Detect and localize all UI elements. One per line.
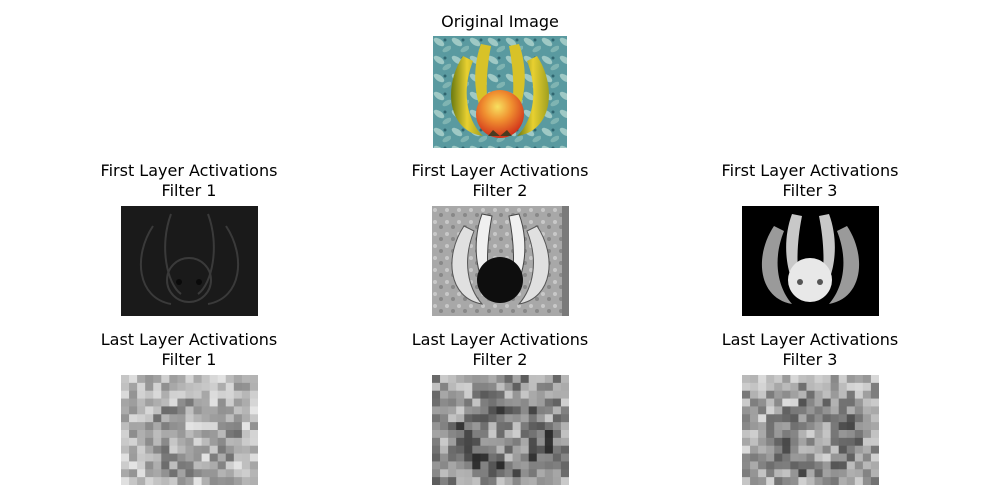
first-layer-filter-1-image (120, 206, 258, 316)
first-layer-filter-1-panel: First Layer Activations Filter 1 (89, 161, 289, 316)
last-layer-filter-2-title: Last Layer Activations Filter 2 (411, 330, 589, 369)
original-panel: Original Image (400, 12, 600, 148)
last-layer-filter-3-title: Last Layer Activations Filter 3 (721, 330, 899, 369)
first-layer-filter-2-image (431, 206, 569, 316)
last-layer-filter-3-image (741, 375, 879, 485)
first-layer-filter-2-title: First Layer Activations Filter 2 (411, 161, 589, 200)
original-image (433, 36, 567, 148)
first-layer-filter-3-panel: First Layer Activations Filter 3 (710, 161, 910, 316)
last-layer-filter-2-panel: Last Layer Activations Filter 2 (400, 330, 600, 485)
last-layer-filter-1-panel: Last Layer Activations Filter 1 (89, 330, 289, 485)
first-layer-filter-1-title: First Layer Activations Filter 1 (100, 161, 278, 200)
first-layer-filter-3-image (741, 206, 879, 316)
last-layer-filter-1-title: Last Layer Activations Filter 1 (100, 330, 278, 369)
first-layer-filter-2-panel: First Layer Activations Filter 2 (400, 161, 600, 316)
first-layer-filter-3-title: First Layer Activations Filter 3 (721, 161, 899, 200)
last-layer-filter-3-panel: Last Layer Activations Filter 3 (710, 330, 910, 485)
last-layer-filter-2-image (431, 375, 569, 485)
original-title: Original Image (441, 12, 559, 31)
last-layer-filter-1-image (120, 375, 258, 485)
